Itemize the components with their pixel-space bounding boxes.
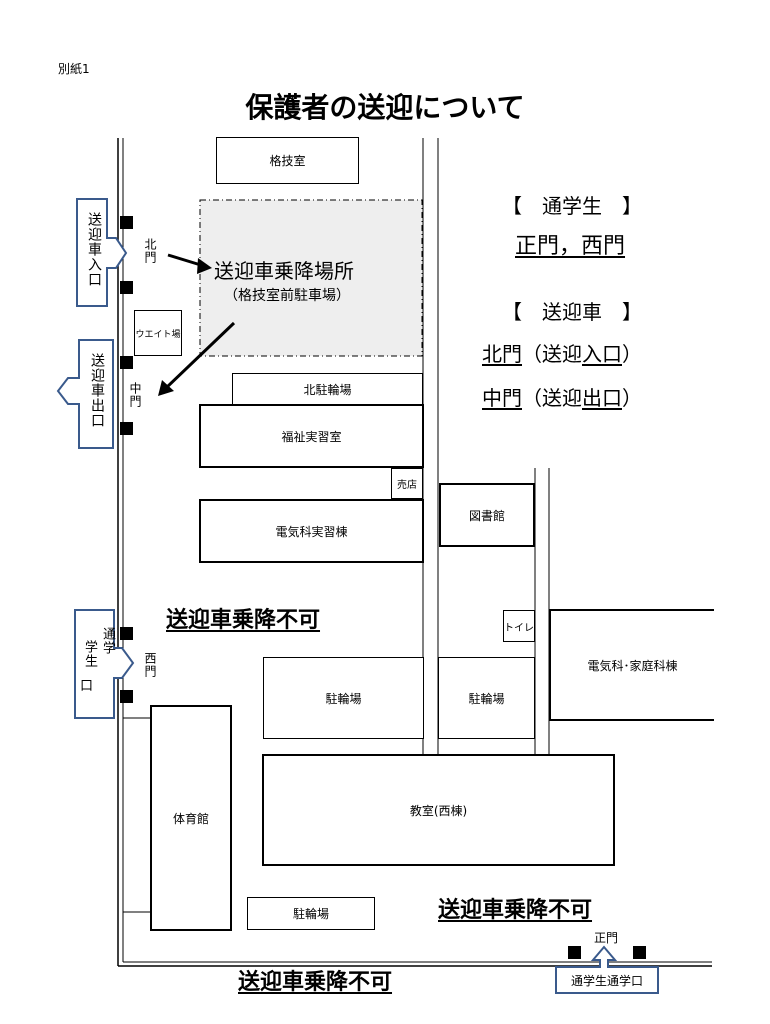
pickup-entry-sign-shape: [76, 198, 128, 307]
page-title: 保護者の送迎について: [245, 91, 525, 124]
exit-arrow-line: [164, 321, 236, 390]
legend-exit-note-open: （送迎: [522, 386, 582, 410]
toilet: トイレ: [503, 610, 535, 642]
pickup-entry-sign-text: 送迎車入口: [86, 212, 102, 287]
middle-gate-post-bottom: [120, 422, 133, 435]
martial-arts-room: 格技室: [216, 137, 359, 184]
commute-sign-col3: 口: [80, 679, 94, 694]
legend-entry-note-open: （送迎: [522, 342, 582, 366]
pickup-zone-area: [199, 199, 423, 357]
classroom-west-building: 教室(西棟): [262, 754, 615, 866]
commute-sign-col1: 通学: [100, 627, 115, 655]
electrical-training-building: 電気科実習棟: [199, 499, 424, 563]
middle-gate-post-top: [120, 356, 133, 369]
legend-pickup-exit: 中門（送迎出口）: [482, 382, 642, 411]
legend-entry-note-underlined: 入口: [582, 342, 622, 366]
main-entry-sign-shape: [555, 945, 659, 994]
legend-exit-note-close: ）: [622, 386, 642, 410]
north-gate-label: 北門: [143, 238, 157, 264]
pickup-zone-title: 送迎車乗降場所: [214, 259, 354, 283]
bike-parking-1: 駐輪場: [263, 657, 424, 739]
north-bike-parking: 北駐輪場: [232, 373, 423, 405]
legend-exit-gate: 中門: [482, 386, 522, 410]
bike-parking-2: 駐輪場: [438, 657, 535, 739]
west-gate-label: 西門: [143, 652, 157, 678]
north-gate-post-top: [120, 216, 133, 229]
legend-exit-note-underlined: 出口: [582, 386, 622, 410]
middle-gate-label: 中門: [128, 382, 142, 408]
west-gate-post-bottom: [120, 690, 133, 703]
library: 図書館: [439, 483, 535, 547]
legend-commute-header: 【 通学生 】: [502, 194, 642, 218]
legend-pickup-header: 【 送迎車 】: [502, 300, 642, 324]
legend-pickup-entry: 北門（送迎入口）: [482, 338, 642, 367]
west-gate-post-top: [120, 627, 133, 640]
main-gate-post-right: [633, 946, 646, 959]
weight-room: ウエイト場: [134, 310, 182, 356]
main-entry-sign-text: 通学生通学口: [570, 974, 643, 988]
pickup-exit-sign-text: 送迎車出口: [89, 353, 105, 428]
commute-sign-col2: 学生: [82, 640, 97, 668]
no-stop-notice-2: 送迎車乗降不可: [438, 898, 593, 923]
pickup-exit-sign-shape: [56, 339, 114, 449]
bike-parking-3: 駐輪場: [247, 897, 375, 930]
electrical-home-economics-building: 電気科･家庭科棟: [549, 609, 714, 721]
legend-entry-gate: 北門: [482, 342, 522, 366]
school-shop: 売店: [391, 468, 423, 499]
main-gate-post-left: [568, 946, 581, 959]
welfare-training-room: 福祉実習室: [199, 404, 424, 468]
main-gate-label: 正門: [594, 931, 619, 945]
pickup-zone-subtitle: （格技室前駐車場）: [224, 288, 350, 304]
commute-sign-shape: [74, 609, 135, 719]
exit-arrow-head: [158, 380, 174, 396]
legend-commute-gates: 正門，西門: [515, 234, 626, 259]
legend-entry-note-close: ）: [622, 342, 642, 366]
north-gate-post-bottom: [120, 281, 133, 294]
entry-arrow-head: [197, 258, 212, 274]
attachment-label: 別紙1: [58, 62, 90, 76]
no-stop-notice-3: 送迎車乗降不可: [238, 970, 393, 995]
no-stop-notice-1: 送迎車乗降不可: [166, 608, 321, 633]
gymnasium: 体育館: [150, 705, 232, 931]
